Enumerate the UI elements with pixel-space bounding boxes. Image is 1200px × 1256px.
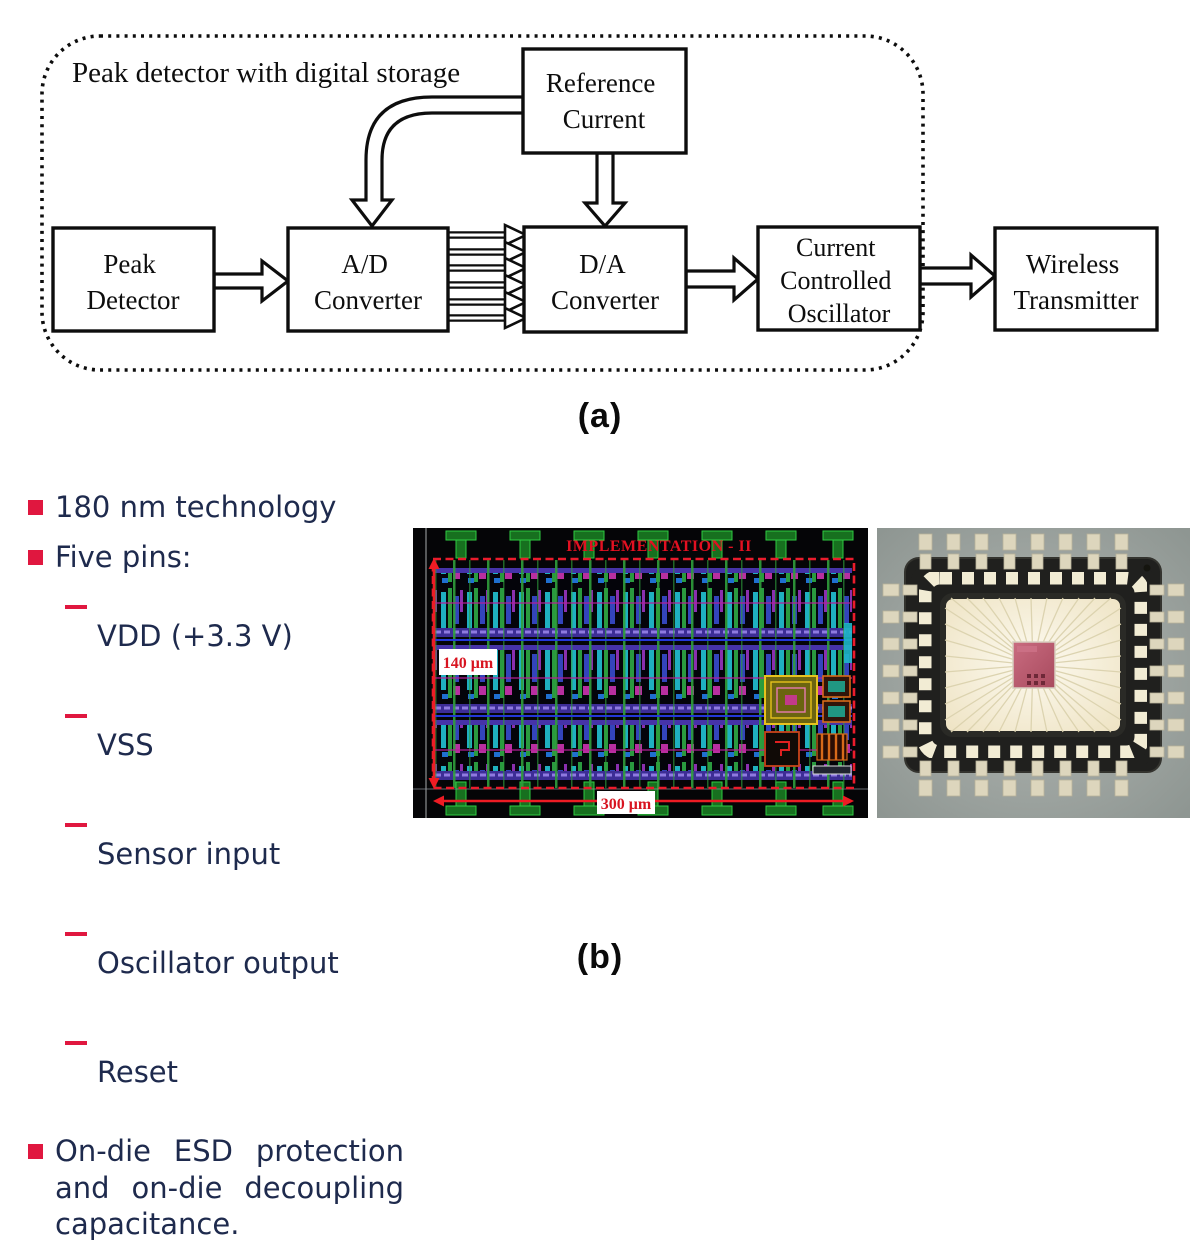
list-item-text: Five pins: (55, 539, 192, 574)
layout-title: IMPLEMENTATION - II (566, 538, 752, 555)
svg-text:Peak Detector: Peak Detector (87, 249, 180, 315)
svg-text:Wireless Transmitter: Wireless Transmitter (1013, 249, 1138, 315)
svg-text:Current Controlled: Current Controlled Oscillator (780, 233, 898, 328)
box-label-line: Detector (87, 285, 180, 315)
box-label-line: Converter (551, 285, 659, 315)
box-label-line: Peak (103, 249, 156, 279)
list-item-text: Oscillator output (97, 946, 339, 980)
box-ad-converter: A/D Converter (286, 226, 450, 333)
box-label-line: Converter (314, 285, 422, 315)
bus-arrow (448, 305, 530, 331)
width-dimension-label: 300 μm (597, 791, 655, 814)
list-subitem: Reset (65, 1024, 404, 1120)
list-item-text: 180 nm technology (55, 490, 337, 524)
dash-bullet-icon (65, 1041, 87, 1045)
chip-photo-figure (877, 528, 1190, 818)
list-item-text: VSS (97, 728, 154, 762)
caption-a: (a) (577, 397, 623, 435)
container-label: Peak detector with digital storage (72, 57, 460, 89)
square-bullet-icon (28, 549, 43, 565)
die (1012, 641, 1056, 689)
arrow-pd-to-adc (212, 257, 291, 305)
box-peak-detector: Peak Detector (51, 226, 216, 333)
list-item-text: On-die ESD protection and on-die decoupl… (55, 1134, 404, 1241)
list-item-text: Sensor input (97, 837, 281, 871)
bus-arrows-adc-to-dac (448, 222, 530, 331)
layout-macro-blocks (764, 623, 852, 775)
list-subitem: Oscillator output (65, 915, 404, 1011)
chip-layout-figure: 140 μm 300 μm IMPLEMENTATION - II (413, 528, 868, 818)
box-label-line: Current (796, 233, 876, 262)
bus-arrow (448, 239, 530, 265)
box-label-line: D/A (579, 249, 626, 279)
bus-arrow (448, 289, 530, 315)
list-subitem: VDD (+3.3 V) (65, 588, 404, 684)
svg-text:A/D Converter: A/D Converter (314, 249, 422, 315)
package-slash-ring (916, 569, 1150, 761)
caption-b: (b) (576, 938, 624, 976)
dash-bullet-icon (65, 932, 87, 936)
bus-arrow (448, 272, 530, 298)
square-bullet-icon (28, 1144, 43, 1159)
box-label-line: Transmitter (1013, 285, 1138, 315)
height-dimension-label: 140 μm (439, 649, 497, 675)
height-dimension-arrow (428, 558, 440, 789)
arrow-ref-to-dac (581, 151, 629, 229)
dash-bullet-icon (65, 823, 87, 827)
list-item-text: VDD (+3.3 V) (97, 619, 293, 653)
box-label-line: Controlled (780, 266, 891, 295)
square-bullet-icon (28, 500, 43, 515)
height-dimension-text: 140 μm (443, 655, 494, 672)
dash-bullet-icon (65, 714, 87, 718)
box-current-controlled-oscillator: Current Controlled Oscillator (756, 225, 922, 332)
arrow-dac-to-cco (684, 254, 761, 304)
list-item: 180 nm technology (28, 489, 404, 526)
svg-text:Reference Current: Reference Current (546, 68, 662, 134)
box-label-line: Current (563, 104, 646, 134)
svg-text:D/A Converter: D/A Converter (551, 249, 659, 315)
list-item-text: Reset (97, 1055, 179, 1089)
box-label-line: A/D (341, 249, 388, 279)
width-dimension-text: 300 μm (601, 796, 652, 813)
list-item: Five pins: (28, 539, 404, 576)
box-wireless-transmitter: Wireless Transmitter (993, 226, 1159, 332)
list-subitem: Sensor input (65, 806, 404, 902)
box-label-line: Reference (546, 68, 655, 98)
package-pins (882, 533, 1185, 797)
arrow-cco-to-wt (918, 251, 998, 301)
box-label-line: Oscillator (788, 299, 891, 328)
list-item: On-die ESD protection and on-die decoupl… (28, 1133, 404, 1243)
box-reference-current: Reference Current (521, 47, 688, 155)
bus-arrow (448, 222, 530, 248)
box-label-line: Wireless (1026, 249, 1119, 279)
dash-bullet-icon (65, 605, 87, 609)
arrow-ref-to-adc (348, 95, 525, 229)
bullet-list: 180 nm technology Five pins: VDD (+3.3 V… (28, 489, 404, 1256)
list-subitem: VSS (65, 697, 404, 793)
block-diagram: Peak detector with digital storage (40, 34, 1159, 372)
package-index-mark (1143, 564, 1151, 572)
box-da-converter: D/A Converter (522, 225, 688, 334)
bus-arrow (448, 255, 530, 281)
